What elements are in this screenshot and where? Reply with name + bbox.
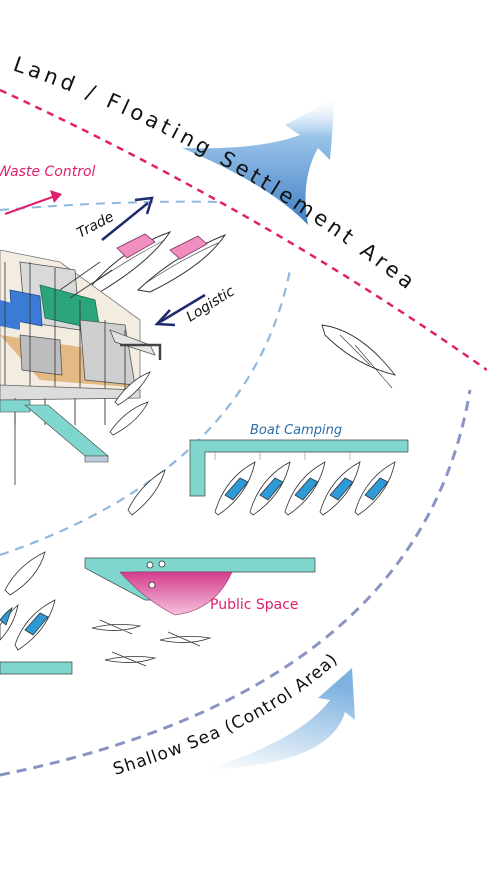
teal-pier-bottom-left (0, 661, 73, 675)
rowing-boat-top-right (321, 324, 397, 389)
camping-boat-3 (284, 461, 326, 516)
trade-boat-1 (87, 231, 172, 293)
waste-control-arrow (4, 194, 59, 215)
waste-control-label: Waste Control (0, 164, 96, 180)
boat-camping-label: Boat Camping (250, 423, 342, 438)
public-space-label: Public Space (210, 597, 299, 613)
left-boats (0, 551, 56, 651)
logistic-arrow-head (154, 309, 176, 327)
camping-boat-5 (354, 461, 396, 516)
logistic-arrow (159, 293, 206, 324)
camping-boat-2 (249, 461, 291, 516)
waste-arrow-head (50, 190, 62, 203)
outer-dashed-arc (0, 389, 472, 777)
floating-settlement-buildings (0, 249, 162, 425)
shallow-sea-label: Shallow Sea (Control Area) (111, 649, 342, 779)
camping-boats (214, 461, 396, 516)
public-space-deck (84, 557, 316, 616)
trade-boat-2 (136, 233, 227, 293)
camping-boat-1 (214, 461, 256, 516)
sketch-boat-near-settlement-1 (109, 371, 151, 436)
camping-boat-4 (319, 461, 361, 516)
trade-arrow-head (134, 196, 154, 215)
land-boundary-dashed-line (0, 88, 487, 372)
boat-camping-dock (189, 439, 409, 497)
small-rowing-boats (91, 619, 212, 667)
trade-label: Trade (74, 209, 116, 242)
inner-dashed-arc (0, 200, 221, 211)
trade-arrow (101, 202, 149, 241)
lone-sketch-boat (127, 469, 166, 516)
upward-flow-arrow-top (182, 98, 335, 225)
upward-flow-arrow-bottom (205, 668, 355, 770)
teal-pier-left (0, 399, 109, 485)
